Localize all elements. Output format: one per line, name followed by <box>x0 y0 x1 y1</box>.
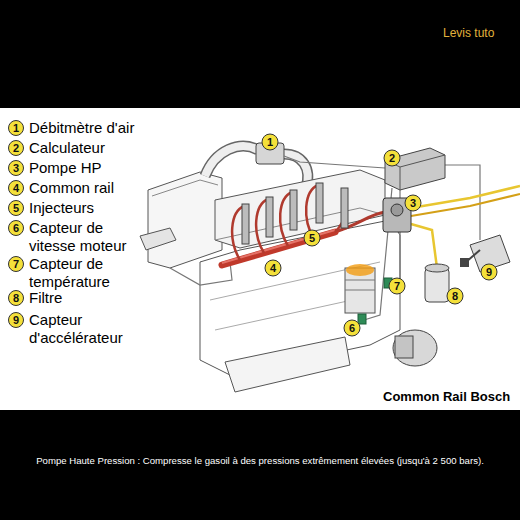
callout-number: 2 <box>384 150 400 166</box>
part-name: Capteur de vitesse moteur <box>29 219 141 255</box>
callout-circle <box>9 141 24 156</box>
callout-number: 9 <box>8 312 24 328</box>
part-name: Pompe HP <box>29 159 179 177</box>
callout-circle <box>9 161 24 176</box>
callout-number: 4 <box>265 260 281 276</box>
callout-number: 3 <box>405 195 421 211</box>
fuel-line <box>411 224 437 268</box>
callout-circle <box>481 264 497 280</box>
callout-number: 7 <box>389 278 405 294</box>
part-name: Débitmètre d'air <box>29 119 179 137</box>
callout-number: 3 <box>8 160 24 176</box>
callout-circle <box>389 278 405 294</box>
speed-sensor <box>358 314 366 324</box>
sensor-wire <box>284 156 385 168</box>
callout-circle <box>9 181 24 196</box>
starter-body <box>395 336 413 358</box>
callout-circle <box>9 313 24 328</box>
callout-number: 9 <box>481 264 497 280</box>
callout-circle <box>9 257 24 272</box>
filter-cap <box>425 264 449 272</box>
injector <box>290 190 297 230</box>
callout-circle <box>265 260 281 276</box>
ecu-box <box>385 148 445 190</box>
air-box-ridge <box>152 180 218 196</box>
callout-number: 1 <box>262 134 278 150</box>
part-name: Filtre <box>29 289 179 307</box>
callout-circle <box>9 221 24 236</box>
callout-circle <box>384 150 400 166</box>
block-ridge <box>210 262 380 330</box>
part-name: Capteur de température <box>29 255 141 291</box>
intake-hose <box>205 146 258 176</box>
caption: Pompe Haute Pression : Compresse le gaso… <box>0 455 520 467</box>
callout-number: 5 <box>304 230 320 246</box>
injectors <box>232 183 348 260</box>
callout-number: 5 <box>8 200 24 216</box>
piston-ring <box>345 280 375 290</box>
callout-number: 4 <box>8 180 24 196</box>
watermark: Levis tuto <box>443 26 520 40</box>
callout-number: 2 <box>8 140 24 156</box>
callout-circle <box>405 195 421 211</box>
part-name: Calculateur <box>29 139 179 157</box>
callout-circle <box>9 121 24 136</box>
starter-motor <box>393 330 437 366</box>
pump-head <box>391 204 403 216</box>
injector <box>341 188 348 228</box>
callout-number: 8 <box>8 290 24 306</box>
brand-title: Common Rail Bosch <box>383 389 518 405</box>
callout-circle <box>262 134 278 150</box>
callout-number: 6 <box>344 320 360 336</box>
head-ridge <box>215 208 385 240</box>
callout-circle <box>344 320 360 336</box>
callout-number: 6 <box>8 220 24 236</box>
callout-number: 7 <box>8 256 24 272</box>
callout-circle <box>9 291 24 306</box>
combustion-flame <box>346 264 374 276</box>
injector <box>266 197 273 237</box>
white-panel <box>0 108 520 410</box>
callout-circle <box>9 201 24 216</box>
callout-circle <box>304 230 320 246</box>
injector <box>316 183 323 223</box>
part-name: Common rail <box>29 179 179 197</box>
air-box <box>148 172 222 268</box>
callout-number: 8 <box>447 288 463 304</box>
air-intake-snout <box>140 228 176 250</box>
callout-number: 1 <box>8 120 24 136</box>
pedal-sensor <box>460 258 469 267</box>
callout-circle <box>447 288 463 304</box>
part-name: Injecteurs <box>29 199 179 217</box>
fuel-return-line <box>411 194 520 216</box>
oil-pan <box>225 337 350 392</box>
injector <box>242 204 249 244</box>
fuel-filter <box>425 268 449 302</box>
intake-hose <box>205 146 258 176</box>
part-name: Capteur d'accélérateur <box>29 311 141 347</box>
